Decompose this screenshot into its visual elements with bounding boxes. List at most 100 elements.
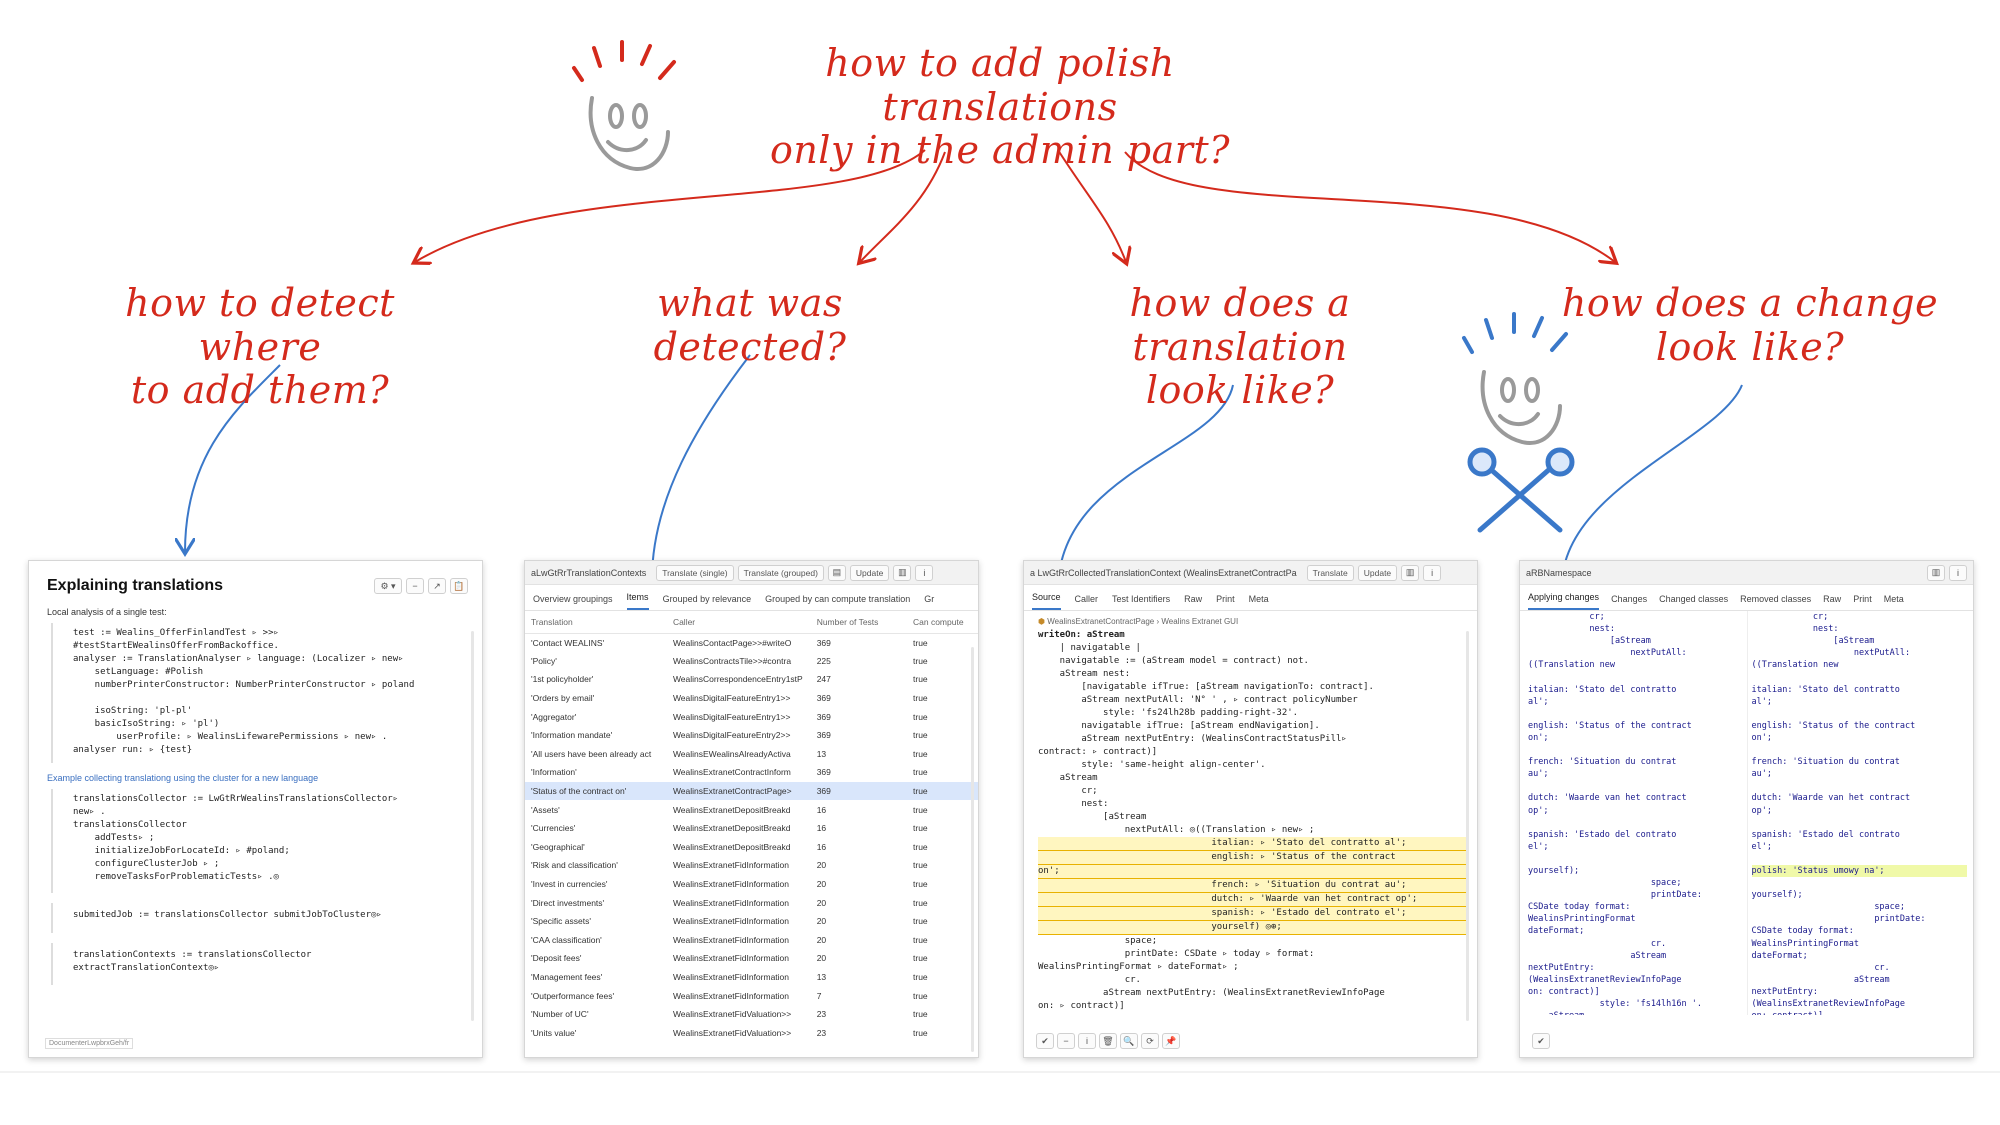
tab-removed-classes[interactable]: Removed classes <box>1740 594 1812 604</box>
code-line: navigatable := (aStream model = contract… <box>1038 656 1309 666</box>
settings-dropdown-button[interactable]: ⚙ ▾ <box>374 578 402 594</box>
table-row[interactable]: 'Management fees'WealinsExtranetFidInfor… <box>525 968 978 987</box>
tab-grouped-by-relevance[interactable]: Grouped by relevance <box>662 594 752 604</box>
code-snippet-collector[interactable]: translationsCollector := LwGtRrWealinsTr… <box>51 789 468 893</box>
info-icon[interactable]: i <box>1949 564 1967 581</box>
method-source-code[interactable]: | navigatable | navigatable := (aStream … <box>1038 642 1469 837</box>
breadcrumb-package[interactable]: Wealins Extranet GUI <box>1161 617 1239 626</box>
method-signature[interactable]: writeOn: aStream <box>1038 630 1125 640</box>
code-line: [aStream <box>1751 636 1875 647</box>
code-line: | navigatable | <box>1038 643 1141 653</box>
code-line <box>1528 853 1747 865</box>
accept-button[interactable]: ✔ <box>1532 1033 1550 1049</box>
cell-translation: 'Direct investments' <box>531 897 605 908</box>
table-row[interactable]: 'CAA classification'WealinsExtranetFidIn… <box>525 931 978 950</box>
tab-meta[interactable]: Meta <box>1248 594 1269 604</box>
tab-print[interactable]: Print <box>1853 594 1872 604</box>
code-line: nextPutAll: ◎((Translation ▹ new▹ ; <box>1038 825 1315 835</box>
highlighted-code-line: dutch: ▹ 'Waarde van het contract op'; <box>1038 893 1469 907</box>
diff-original-code[interactable]: cr; nest: [aStream nextPutAll:((Translat… <box>1528 611 1748 1015</box>
book-icon[interactable]: ▥ <box>893 564 912 581</box>
search-button[interactable]: 🔍 <box>1120 1033 1138 1049</box>
update-button[interactable]: Update <box>1357 564 1398 581</box>
info-icon[interactable]: i <box>1423 564 1442 581</box>
translate-single-button[interactable]: Translate (single) <box>656 564 734 581</box>
code-line: english: 'Status of the contract <box>1751 720 1916 731</box>
collapse-button[interactable]: − <box>1057 1033 1075 1049</box>
cell-translation: 'All users have been already act <box>531 748 652 759</box>
table-row[interactable]: '1st policyholder'WealinsCorrespondenceE… <box>525 670 978 689</box>
chevron-right-icon: › <box>1156 617 1160 626</box>
tab-changed-classes[interactable]: Changed classes <box>1659 594 1729 604</box>
tab-raw[interactable]: Raw <box>1184 594 1203 604</box>
translation-highlight[interactable]: italian: ▹ 'Stato del contratto al'; eng… <box>1038 837 1469 935</box>
breadcrumb-class[interactable]: WealinsExtranetContractPage <box>1047 617 1155 626</box>
vertical-scrollbar[interactable] <box>971 647 974 1052</box>
tab-overview-groupings[interactable]: Overview groupings <box>533 594 613 604</box>
clipboard-button[interactable]: 📋 <box>450 578 468 594</box>
column-header-translation[interactable]: Translation <box>525 611 667 634</box>
tab-print[interactable]: Print <box>1216 594 1235 604</box>
tab-source[interactable]: Source <box>1032 592 1061 610</box>
tab-caller[interactable]: Caller <box>1074 594 1099 604</box>
table-row[interactable]: 'Aggregator'WealinsDigitalFeatureEntry1>… <box>525 707 978 726</box>
table-row[interactable]: 'Currencies'WealinsExtranetDepositBreakd… <box>525 819 978 838</box>
info-icon[interactable]: i <box>915 564 934 581</box>
refresh-button[interactable]: ⟳ <box>1141 1033 1159 1049</box>
document-icon[interactable]: ▤ <box>827 564 846 581</box>
tab-meta[interactable]: Meta <box>1883 594 1904 604</box>
table-row[interactable]: 'Risk and classification'WealinsExtranet… <box>525 856 978 875</box>
translate-button[interactable]: Translate <box>1306 564 1354 581</box>
code-line: WealinsPrintingFormat <box>1528 914 1636 925</box>
table-row[interactable]: 'Number of UC'WealinsExtranetFidValuatio… <box>525 1005 978 1024</box>
vertical-scrollbar[interactable] <box>1466 631 1469 1021</box>
table-row[interactable]: 'Invest in currencies'WealinsExtranetFid… <box>525 875 978 894</box>
table-row[interactable]: 'Orders by email'WealinsDigitalFeatureEn… <box>525 689 978 708</box>
open-external-button[interactable]: ↗ <box>428 578 446 594</box>
diff-modified-code[interactable]: cr; nest: [aStream nextPutAll:((Translat… <box>1748 611 1967 1015</box>
table-row[interactable]: 'Information'WealinsExtranetContractInfo… <box>525 763 978 782</box>
tab-raw[interactable]: Raw <box>1823 594 1842 604</box>
table-row[interactable]: 'Status of the contract on'WealinsExtran… <box>525 781 978 801</box>
tab-items[interactable]: Items <box>626 592 649 610</box>
column-header-can-compute[interactable]: Can compute <box>907 611 978 634</box>
code-line: nest: <box>1751 624 1839 635</box>
code-snippet-extract-contexts[interactable]: translationContexts := translationsColle… <box>51 943 468 985</box>
table-row[interactable]: 'Information mandate'WealinsDigitalFeatu… <box>525 726 978 745</box>
cell-caller: WealinsExtranetFidValuation>> <box>672 1027 792 1038</box>
tab-grouped-by-can-compute[interactable]: Grouped by can compute translation <box>765 594 911 604</box>
code-line: [navigatable ifTrue: [aStream navigation… <box>1038 682 1374 692</box>
code-snippet-submit-job[interactable]: submitedJob := translationsCollector sub… <box>51 903 468 933</box>
column-header-caller[interactable]: Caller <box>666 611 811 634</box>
vertical-scrollbar[interactable] <box>471 631 474 1021</box>
code-line: contract: ▹ contract)] <box>1038 747 1158 757</box>
table-row[interactable]: 'Contact WEALINS'WealinsContactPage>>#wr… <box>525 633 978 652</box>
tab-applying-changes[interactable]: Applying changes <box>1528 592 1600 610</box>
tab-test-identifiers[interactable]: Test Identifiers <box>1112 594 1171 604</box>
table-row[interactable]: 'Geographical'WealinsExtranetDepositBrea… <box>525 838 978 857</box>
info-button[interactable]: i <box>1078 1033 1096 1049</box>
tab-changes[interactable]: Changes <box>1611 594 1648 604</box>
code-snippet-analyser[interactable]: test := Wealins_OfferFinlandTest ▹ >>▹#t… <box>51 623 468 763</box>
code-line: analyser run: ▹ {test} <box>73 745 193 755</box>
book-icon[interactable]: ▥ <box>1927 564 1945 581</box>
table-row[interactable]: 'Outperformance fees'WealinsExtranetFidI… <box>525 986 978 1005</box>
column-header-number-of-tests[interactable]: Number of Tests <box>810 611 907 634</box>
table-row[interactable]: 'Deposit fees'WealinsExtranetFidInformat… <box>525 949 978 968</box>
cell-can-compute: true <box>913 823 928 834</box>
table-row[interactable]: 'Specific assets'WealinsExtranetFidInfor… <box>525 912 978 931</box>
pin-button[interactable]: 📌 <box>1162 1033 1180 1049</box>
delete-button[interactable]: 🗑 <box>1099 1033 1117 1049</box>
method-source-code-tail[interactable]: space; printDate: CSDate ▹ today ▹ forma… <box>1038 935 1469 1013</box>
tab-gr[interactable]: Gr <box>924 594 935 604</box>
update-button[interactable]: Update <box>849 564 890 581</box>
translate-grouped-button[interactable]: Translate (grouped) <box>737 564 824 581</box>
table-row[interactable]: 'Units value'WealinsExtranetFidValuation… <box>525 1023 978 1042</box>
book-icon[interactable]: ▥ <box>1401 564 1420 581</box>
accept-button[interactable]: ✔ <box>1036 1033 1054 1049</box>
table-row[interactable]: 'Direct investments'WealinsExtranetFidIn… <box>525 893 978 912</box>
collapse-button[interactable]: − <box>406 578 424 594</box>
